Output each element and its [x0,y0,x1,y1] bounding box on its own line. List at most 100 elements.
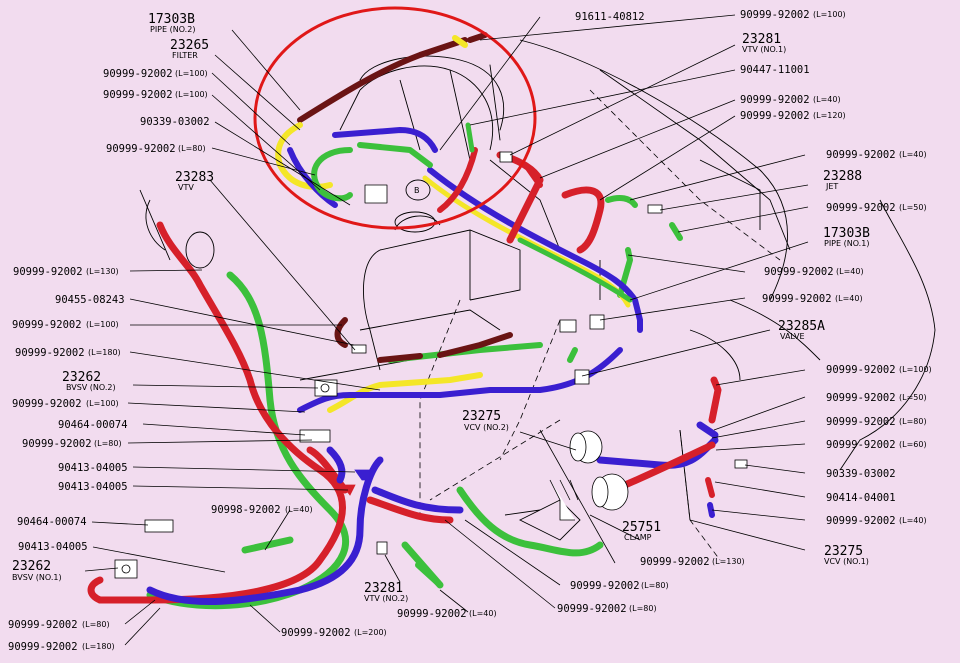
label-23262-bottom-sub: BVSV (NO.1) [12,573,62,582]
label-23275-mid-sub: VCV (NO.2) [464,423,509,432]
label-25751: 25751 [622,520,661,535]
clamp-90464a [299,429,331,443]
b-marker: B [414,186,420,195]
leader-lines [84,14,809,646]
label-h8: 90999-92002 [826,202,896,214]
hose-yellow-top [452,35,468,48]
hose-blue-right-stub [696,421,719,439]
label-h22: 90999-92002 [8,619,78,631]
label-h26: 90999-92002 [15,347,85,359]
hose-blue-mid [297,347,623,413]
label-h7: 90999-92002 [826,149,896,161]
hose-green-long-right [517,237,633,303]
label-h15-len: (L=40) [899,516,927,525]
connector-90339b [734,459,748,469]
hose-blue-right-small [707,502,715,518]
label-90339-b: 90339-03002 [826,468,896,480]
clamp-90464b [144,519,174,533]
label-23283-sub: VTV [178,183,194,192]
hose-green-left-long [146,271,350,610]
label-23262-bottom: 23262 [12,559,51,574]
label-23275-right: 23275 [824,544,863,559]
hose-red-left-long [96,221,346,604]
valve-23285a [574,369,590,385]
label-23275-mid: 23275 [462,409,501,424]
label-h3-len: (L=80) [178,144,206,153]
label-h16-len: (L=130) [712,557,745,566]
label-h18-len: (L=80) [629,604,657,613]
label-23275-right-sub: VCV (NO.1) [824,557,869,566]
label-h14-len: (L=60) [899,440,927,449]
pipe-no1-connector [559,314,605,333]
label-h28: 90999-92002 [13,266,83,278]
hose-red-right [621,441,716,489]
label-h19: 90999-92002 [397,608,467,620]
label-23262-top-sub: BVSV (NO.2) [66,383,116,392]
label-h21-len: (L=180) [82,642,115,651]
components [114,151,748,579]
hose-blue-long-right [427,167,643,333]
label-17303b-right-sub: PIPE (NO.1) [824,239,869,248]
hose-green-top [311,147,353,202]
label-h10-len: (L=40) [835,294,863,303]
label-23281-top-sub: VTV (NO.1) [742,45,786,54]
label-h25: 90999-92002 [12,398,82,410]
label-h20-len: (L=200) [354,628,387,637]
hoses [87,151,722,610]
part-labels: 17303B PIPE (NO.2) 23265 FILTER 90999-92… [8,9,932,653]
label-h27: 90999-92002 [12,319,82,331]
label-90464-a: 90464-00074 [58,419,128,431]
label-h23-len: (L=40) [285,505,313,514]
label-h9-len: (L=40) [836,267,864,276]
hose-green-small-bottom [415,562,443,588]
hose-red-center [306,446,349,494]
label-h6-len: (L=120) [813,111,846,120]
label-90455: 90455-08243 [55,294,125,306]
hose-green-jet [605,194,638,208]
label-h1-len: (L=100) [175,69,208,78]
label-90339-a: 90339-03002 [140,116,210,128]
label-h13: 90999-92002 [826,416,896,428]
hose-blue-center [371,486,464,514]
hose-green-jet-end [669,222,683,241]
label-23281-top: 23281 [742,32,781,47]
hose-red-right-small [705,477,715,498]
label-h24: 90999-92002 [22,438,92,450]
label-h10: 90999-92002 [762,293,832,305]
label-h6: 90999-92002 [740,110,810,122]
label-h17-len: (L=80) [641,581,669,590]
label-h5-len: (L=40) [813,95,841,104]
hose-brown-left [334,317,348,348]
label-h23: 90998-92002 [211,504,281,516]
hose-red-loop [561,186,605,254]
label-23265-sub: FILTER [172,51,198,60]
hose-green-left-short [241,536,294,554]
label-h7-len: (L=40) [899,150,927,159]
vtv-valve-top [364,184,388,204]
label-h22-len: (L=80) [82,620,110,629]
hose-blue-top [287,147,338,208]
label-h12: 90999-92002 [826,392,896,404]
label-23288: 23288 [823,169,862,184]
hose-green-top-right [357,142,433,168]
hose-brown-mid [377,353,423,363]
label-h24-len: (L=80) [94,439,122,448]
label-h4-len: (L=100) [813,10,846,19]
label-23285a: 23285A [778,319,825,334]
connector-top-right [499,151,513,163]
highlight-circle [253,6,537,230]
label-23281-bottom: 23281 [364,581,403,596]
hose-blue-left-long [146,456,384,605]
tee-fittings [341,469,371,496]
jet-23288 [647,204,663,214]
hose-green-top-vert [465,122,475,153]
label-h5: 90999-92002 [740,94,810,106]
label-17303b-right: 17303B [823,226,870,241]
label-90413-b: 90413-04005 [18,541,88,553]
label-h11-len: (L=100) [899,365,932,374]
vtv-23283 [351,344,367,354]
bvsv-no2 [314,379,338,397]
hose-blue-stub [326,446,346,484]
highlighted-cluster: B [275,32,504,213]
